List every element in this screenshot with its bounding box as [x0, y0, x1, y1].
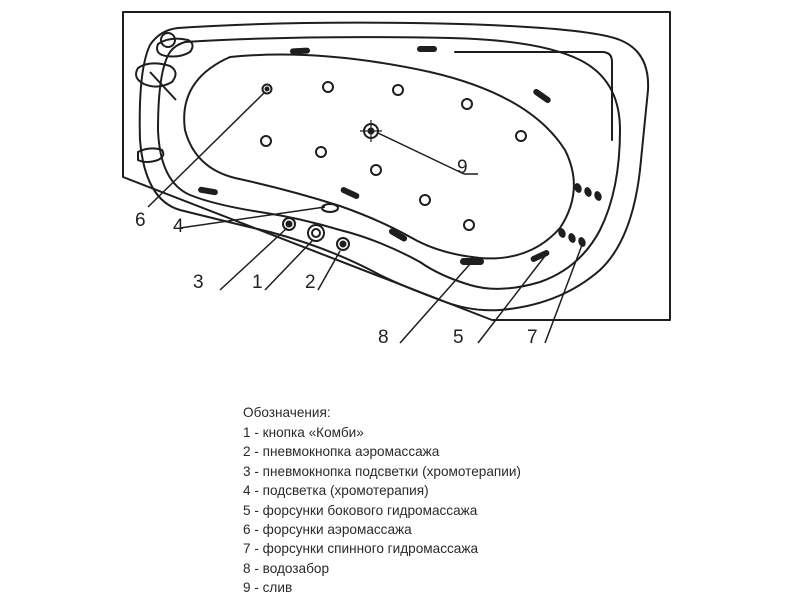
legend-item: 7 - форсунки спинного гидромассажа — [243, 541, 479, 557]
chromotherapy-light — [321, 203, 339, 213]
tub-basin — [183, 53, 575, 260]
callout-4: 4 — [173, 216, 184, 237]
legend-item: 4 - подсветка (хромотерапия) — [243, 483, 429, 499]
callout-5: 5 — [453, 327, 464, 348]
tub-rim — [138, 21, 650, 312]
legend-item: 2 - пневмокнопка аэромассажа — [243, 444, 440, 460]
callout-6: 6 — [135, 210, 146, 231]
legend-title: Обозначения: — [243, 405, 331, 420]
callout-1: 1 — [252, 272, 263, 293]
tub-inner-rim — [157, 36, 621, 290]
legend-item: 6 - форсунки аэромассажа — [243, 521, 412, 537]
drain — [360, 120, 382, 142]
back-hydromassage-jets — [558, 183, 602, 247]
legend-item: 3 - пневмокнопка подсветки (хромотерапии… — [243, 463, 521, 479]
legend-list: 1 - кнопка «Комби» 2 - пневмокнопка аэро… — [243, 423, 521, 598]
control-buttons — [282, 217, 350, 251]
faucet-handles — [135, 32, 194, 163]
legend-item: 9 - слив — [243, 580, 293, 596]
legend: Обозначения: 1 - кнопка «Комби» 2 - пнев… — [243, 403, 521, 598]
legend-item: 5 - форсунки бокового гидромассажа — [243, 502, 478, 518]
callout-9: 9 — [457, 157, 468, 178]
side-hydromassage-jets — [198, 46, 551, 265]
tub-shelf-line — [454, 51, 613, 141]
leader-lines — [147, 91, 583, 344]
tub-outer-frame — [122, 11, 671, 321]
callout-3: 3 — [193, 272, 204, 293]
callout-7: 7 — [527, 327, 538, 348]
aeromassage-jets — [260, 81, 527, 231]
callout-8: 8 — [378, 327, 389, 348]
legend-item: 8 - водозабор — [243, 560, 330, 576]
legend-item: 1 - кнопка «Комби» — [243, 425, 364, 440]
callout-2: 2 — [305, 272, 316, 293]
